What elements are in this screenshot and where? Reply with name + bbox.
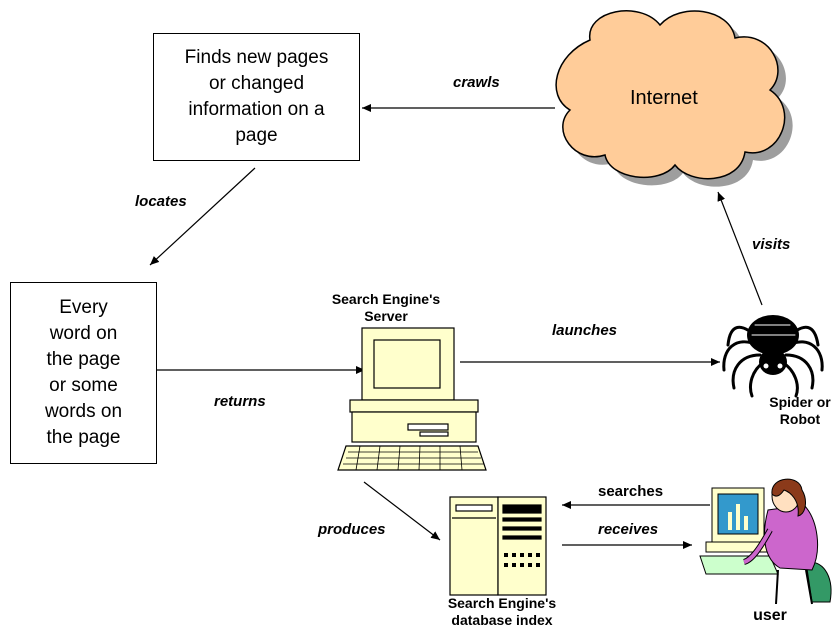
label-visits: visits (752, 236, 791, 253)
label-crawls: crawls (453, 74, 500, 91)
cloud-body (555, 10, 786, 180)
server-computer-icon (337, 327, 487, 471)
arrow-locates (149, 167, 256, 266)
finds-new-pages-box: Finds new pages or changed information o… (153, 33, 360, 161)
internet-cloud (555, 10, 793, 187)
database-caption: Search Engine's database index (447, 595, 557, 628)
arrow-visits (717, 191, 763, 306)
arrow-produces (363, 481, 441, 541)
label-returns: returns (214, 393, 266, 410)
user-at-computer-icon (699, 478, 832, 605)
spider-caption: Spider or Robot (769, 394, 831, 427)
label-launches: launches (552, 322, 618, 339)
internet-label: Internet (630, 87, 698, 109)
user-caption: user (753, 607, 787, 624)
every-word-box: Every word on the page or some words on … (10, 282, 157, 464)
database-server-icon (449, 496, 547, 596)
label-produces: produces (318, 521, 386, 538)
label-locates: locates (135, 193, 187, 210)
label-receives: receives (598, 521, 659, 538)
label-searches: searches (598, 483, 664, 500)
spider-icon (722, 315, 824, 398)
server-caption: Search Engine's Server (331, 291, 441, 324)
